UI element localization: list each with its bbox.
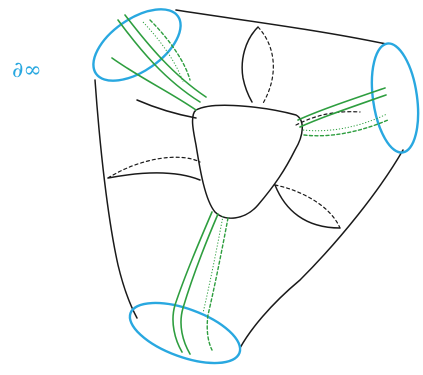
curve-top-left: [112, 15, 206, 110]
cuff-top-left: [81, 0, 193, 95]
hidden-meridians: [108, 27, 360, 228]
cuff-right: [366, 40, 423, 155]
boundary-cuffs: [81, 0, 423, 375]
boundary-label: ∂∞: [12, 58, 42, 83]
curve-bottom: [173, 212, 228, 354]
surface-outline: [95, 10, 403, 348]
central-hole: [193, 105, 303, 218]
